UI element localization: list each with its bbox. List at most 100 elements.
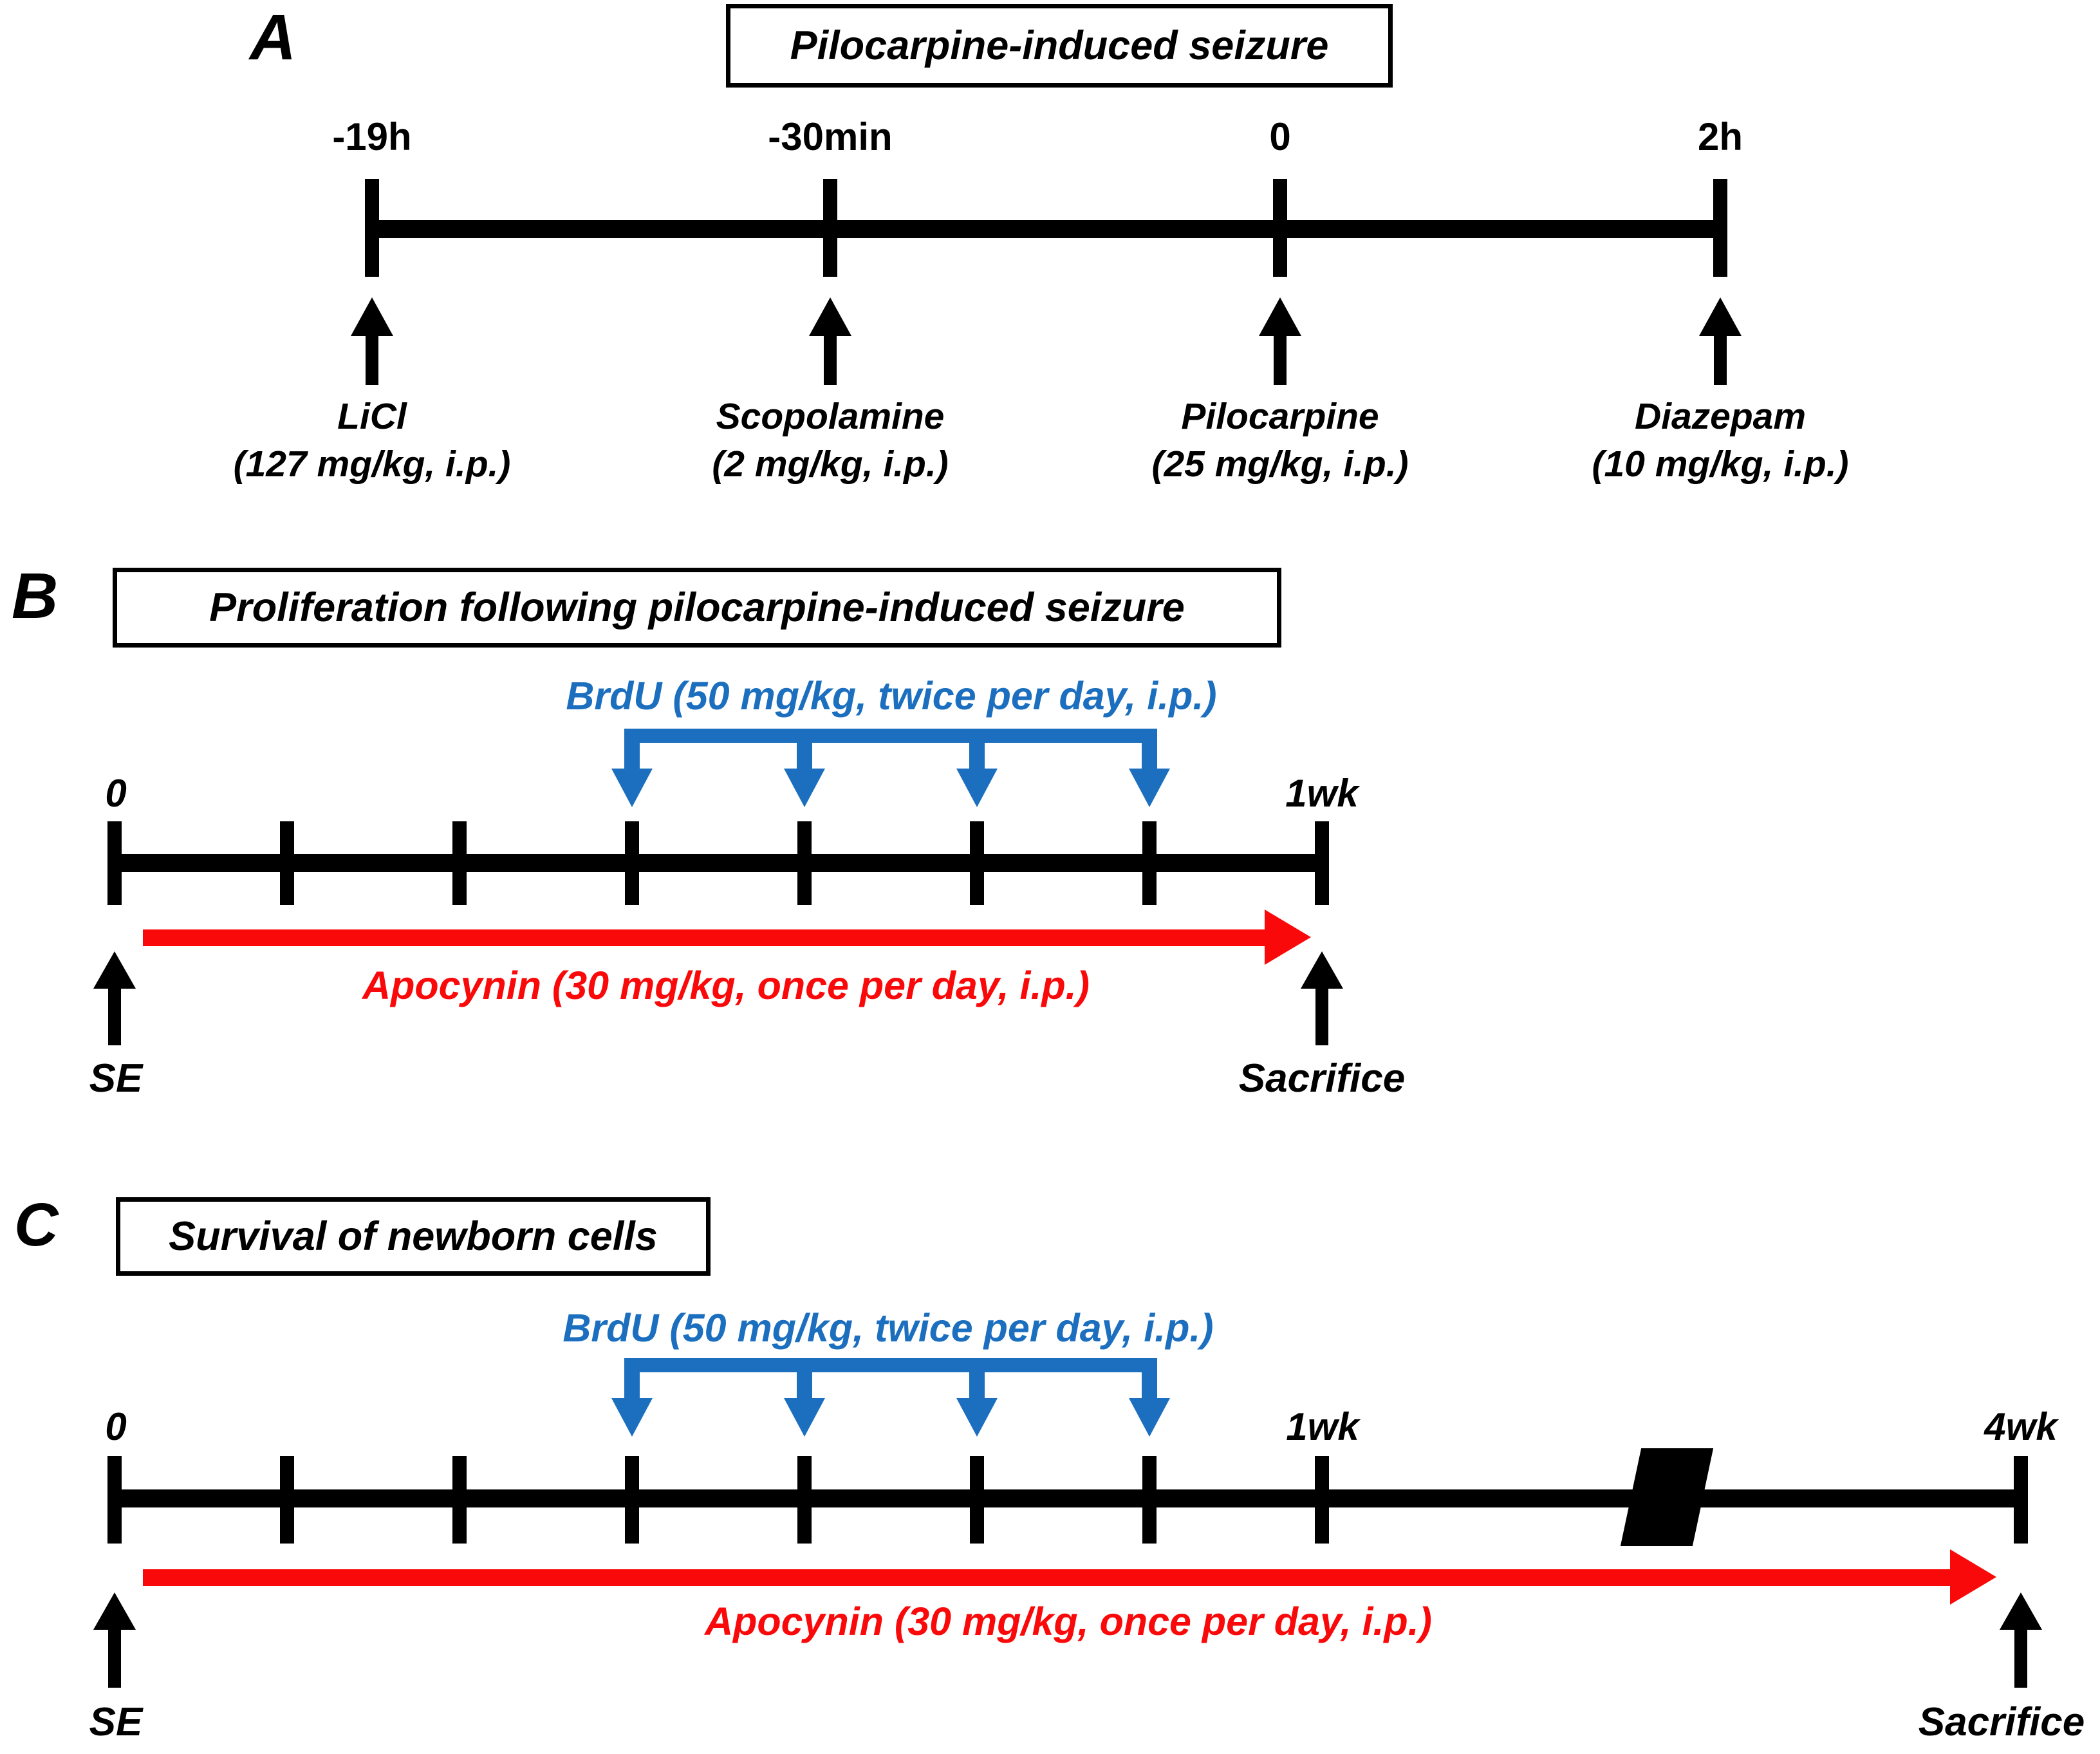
sacrifice-label-b: Sacrifice	[1238, 1056, 1406, 1101]
apocynin-label-b: Apocynin (30 mg/kg, once per day, i.p.)	[362, 964, 1090, 1007]
brdu-arrow-stem	[624, 729, 640, 769]
up-arrow-icon	[1699, 297, 1742, 336]
panel-c-letter: C	[14, 1191, 59, 1259]
timeline-b-tick	[1142, 821, 1157, 905]
drug-label-diazepam: Diazepam (10 mg/kg, i.p.)	[1521, 393, 1920, 488]
drug-name: Pilocarpine	[1181, 396, 1379, 437]
timeline-b-line	[107, 854, 1329, 872]
brdu-label-b: BrdU (50 mg/kg, twice per day, i.p.)	[566, 674, 1217, 718]
sacrifice-arrow-shaft-c	[2014, 1628, 2027, 1688]
time-label-licl: -19h	[332, 115, 412, 158]
timeline-a-tick	[823, 179, 837, 277]
timeline-b-tick	[452, 821, 467, 905]
time-label-diazepam: 2h	[1697, 115, 1743, 158]
down-arrow-icon	[784, 1398, 825, 1437]
timeline-a-line	[366, 220, 1725, 238]
panel-b-title: Proliferation following pilocarpine-indu…	[209, 585, 1185, 630]
se-label-b: SE	[89, 1056, 143, 1101]
sacrifice-label-c: Sacrifice	[1918, 1700, 2085, 1744]
timeline-c-tick	[1315, 1456, 1329, 1544]
brdu-arrow-stem	[969, 729, 985, 769]
down-arrow-icon	[1129, 1398, 1170, 1437]
brdu-label-c: BrdU (50 mg/kg, twice per day, i.p.)	[562, 1306, 1214, 1350]
timeline-b-tick	[970, 821, 984, 905]
sacrifice-arrow-icon-c	[2000, 1592, 2042, 1630]
drug-dose: (10 mg/kg, i.p.)	[1592, 443, 1849, 485]
up-arrow-shaft	[1274, 335, 1287, 385]
sacrifice-arrow-shaft-b	[1315, 987, 1328, 1045]
panel-b-title-box: Proliferation following pilocarpine-indu…	[113, 568, 1281, 648]
down-arrow-icon	[611, 1398, 653, 1437]
brdu-arrow-stem	[797, 1358, 812, 1398]
sacrifice-arrow-icon-b	[1301, 951, 1343, 989]
up-arrow-icon	[1259, 297, 1301, 336]
apocynin-label-c: Apocynin (30 mg/kg, once per day, i.p.)	[705, 1600, 1432, 1643]
up-arrow-icon	[351, 297, 393, 336]
drug-label-licl: LiCl (127 mg/kg, i.p.)	[172, 393, 571, 488]
down-arrow-icon	[956, 769, 998, 807]
down-arrow-icon	[611, 769, 653, 807]
panel-b-letter: B	[12, 560, 59, 632]
up-arrow-shaft	[366, 335, 378, 385]
timeline-c-week1-label: 1wk	[1286, 1405, 1359, 1448]
timeline-c-line	[107, 1489, 2028, 1507]
panel-c-title: Survival of newborn cells	[169, 1214, 658, 1259]
timeline-b-end-label: 1wk	[1285, 772, 1359, 815]
drug-dose: (127 mg/kg, i.p.)	[233, 443, 511, 485]
timeline-c-tick	[625, 1456, 639, 1544]
apocynin-arrowhead-c	[1950, 1549, 1996, 1605]
drug-dose: (2 mg/kg, i.p.)	[712, 443, 949, 485]
down-arrow-icon	[784, 769, 825, 807]
drug-name: Diazepam	[1634, 396, 1807, 437]
brdu-arrow-stem	[1142, 1358, 1157, 1398]
timeline-c-tick	[107, 1456, 122, 1544]
brdu-bracket-bar	[624, 729, 1157, 743]
drug-name: LiCl	[337, 396, 407, 437]
timeline-c-tick	[1142, 1456, 1157, 1544]
timeline-c-end-label: 4wk	[1984, 1405, 2058, 1448]
drug-name: Scopolamine	[716, 396, 945, 437]
panel-a-letter: A	[250, 1, 297, 73]
brdu-arrow-stem	[969, 1358, 985, 1398]
up-arrow-shaft	[824, 335, 837, 385]
timeline-c-start-label: 0	[105, 1405, 127, 1448]
se-arrow-icon-c	[93, 1592, 136, 1630]
time-label-scopolamine: -30min	[768, 115, 893, 158]
timeline-a-tick	[1273, 179, 1287, 277]
apocynin-arrow-b	[143, 929, 1265, 946]
timeline-b-tick	[625, 821, 639, 905]
timeline-b-tick	[797, 821, 812, 905]
se-label-c: SE	[89, 1700, 143, 1744]
panel-a-title: Pilocarpine-induced seizure	[790, 23, 1329, 68]
apocynin-arrow-c	[143, 1569, 1950, 1586]
drug-label-pilocarpine: Pilocarpine (25 mg/kg, i.p.)	[1081, 393, 1480, 488]
brdu-arrow-stem	[624, 1358, 640, 1398]
timeline-b-tick	[1315, 821, 1329, 905]
timeline-b-tick	[280, 821, 294, 905]
down-arrow-icon	[1129, 769, 1170, 807]
up-arrow-icon	[809, 297, 851, 336]
timeline-c-tick	[970, 1456, 984, 1544]
time-label-pilocarpine: 0	[1269, 115, 1291, 158]
brdu-bracket-bar	[624, 1358, 1157, 1372]
drug-label-scopolamine: Scopolamine (2 mg/kg, i.p.)	[631, 393, 1030, 488]
se-arrow-shaft-b	[108, 987, 121, 1045]
timeline-a-tick	[365, 179, 379, 277]
timeline-break-icon	[1620, 1448, 1714, 1546]
timeline-a-tick	[1713, 179, 1727, 277]
timeline-b-start-label: 0	[105, 772, 127, 815]
panel-c-title-box: Survival of newborn cells	[116, 1197, 711, 1276]
timeline-c-tick	[280, 1456, 294, 1544]
down-arrow-icon	[956, 1398, 998, 1437]
panel-a-title-box: Pilocarpine-induced seizure	[726, 4, 1393, 88]
brdu-arrow-stem	[797, 729, 812, 769]
timeline-c-tick	[797, 1456, 812, 1544]
drug-dose: (25 mg/kg, i.p.)	[1151, 443, 1409, 485]
timeline-b-tick	[107, 821, 122, 905]
up-arrow-shaft	[1714, 335, 1727, 385]
se-arrow-shaft-c	[108, 1628, 121, 1688]
timeline-c-tick-4wk	[2014, 1456, 2028, 1544]
timeline-c-tick	[452, 1456, 467, 1544]
brdu-arrow-stem	[1142, 729, 1157, 769]
